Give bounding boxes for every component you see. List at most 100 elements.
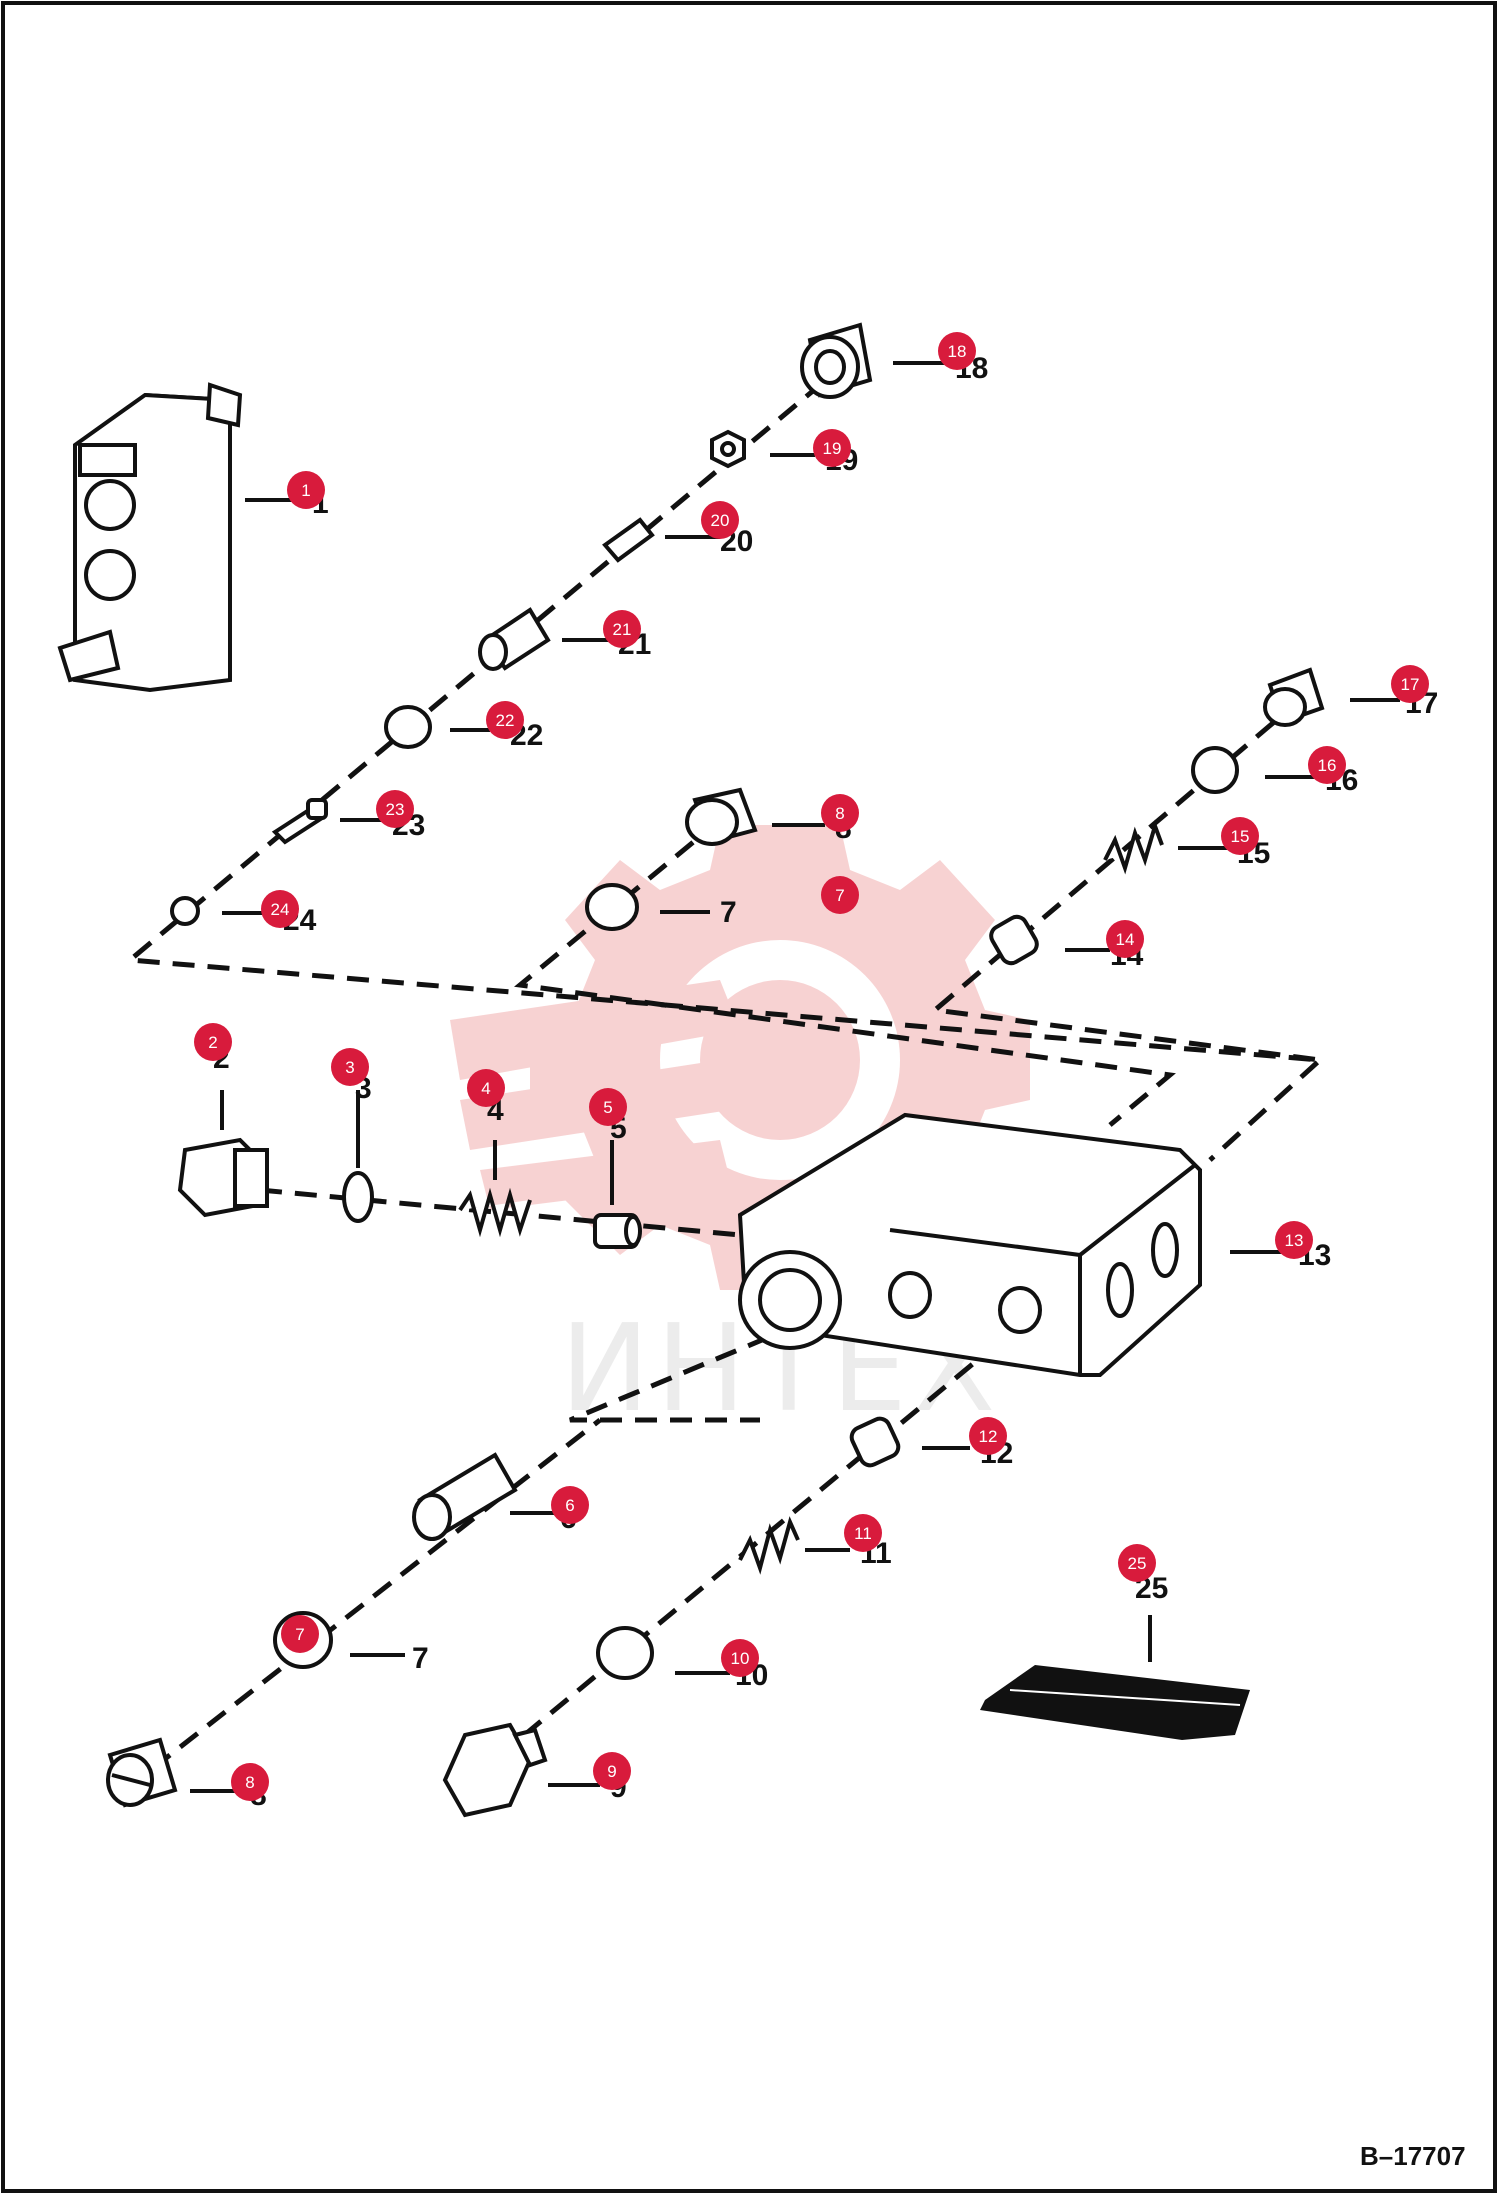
callout-badges: 1234567788910111213141516171819202122232… xyxy=(194,332,1429,1801)
callout-badge-number: 20 xyxy=(711,511,730,530)
callout-badge-circle xyxy=(821,794,859,832)
callout-badge-6[interactable]: 6 xyxy=(551,1486,589,1524)
callout-badge-circle xyxy=(1391,665,1429,703)
callout-badge-12[interactable]: 12 xyxy=(969,1417,1007,1455)
callout-badge-circle xyxy=(1106,920,1144,958)
callout-badge-number: 9 xyxy=(607,1762,616,1781)
callout-badge-22[interactable]: 22 xyxy=(486,701,524,739)
callout-badge-circle xyxy=(589,1088,627,1126)
callout-badge-14[interactable]: 14 xyxy=(1106,920,1144,958)
callout-badge-circle xyxy=(721,1639,759,1677)
callout-badge-7[interactable]: 7 xyxy=(821,876,859,914)
callout-badge-circle xyxy=(287,471,325,509)
callout-badge-20[interactable]: 20 xyxy=(701,501,739,539)
callout-badge-18[interactable]: 18 xyxy=(938,332,976,370)
callout-badge-2[interactable]: 2 xyxy=(194,1023,232,1061)
callout-badge-number: 19 xyxy=(823,439,842,458)
part-oring-10 xyxy=(596,1626,654,1680)
callout-badge-circle xyxy=(231,1763,269,1801)
callout-badge-number: 15 xyxy=(1231,827,1250,846)
callout-badge-circle xyxy=(281,1615,319,1653)
callout-badge-24[interactable]: 24 xyxy=(261,890,299,928)
callout-badge-13[interactable]: 13 xyxy=(1275,1221,1313,1259)
callout-badge-15[interactable]: 15 xyxy=(1221,817,1259,855)
callout-badge-number: 6 xyxy=(565,1496,574,1515)
part-ring-24 xyxy=(170,896,200,926)
callout-badge-7[interactable]: 7 xyxy=(281,1615,319,1653)
callout-badge-number: 21 xyxy=(613,620,632,639)
part-oring-22 xyxy=(384,705,432,749)
svg-text:7: 7 xyxy=(720,896,737,929)
part-cartridge-6 xyxy=(412,1452,555,1541)
callout-badge-circle xyxy=(701,501,739,539)
callout-badge-number: 7 xyxy=(295,1625,304,1644)
part-valve-body xyxy=(737,1112,1295,1377)
callout-badge-3[interactable]: 3 xyxy=(331,1048,369,1086)
part-sleeve-21 xyxy=(478,607,615,671)
callout-badge-9[interactable]: 9 xyxy=(593,1752,631,1790)
callout-badge-17[interactable]: 17 xyxy=(1391,665,1429,703)
part-cap-18 xyxy=(800,322,945,399)
callout-badge-circle xyxy=(467,1069,505,1107)
callout-badge-number: 11 xyxy=(854,1524,872,1543)
callout-badge-11[interactable]: 11 xyxy=(844,1514,882,1552)
figure-reference: B–17707 xyxy=(1360,2141,1466,2171)
callout-badge-circle xyxy=(938,332,976,370)
part-plug-8-bottom xyxy=(106,1737,235,1808)
callout-badge-number: 23 xyxy=(386,800,405,819)
part-plug-2 xyxy=(177,1090,269,1218)
callout-badge-circle xyxy=(593,1752,631,1790)
part-poppet-14 xyxy=(989,914,1110,966)
callout-badge-21[interactable]: 21 xyxy=(603,610,641,648)
callout-badge-circle xyxy=(1275,1221,1313,1259)
part-poppet-12 xyxy=(849,1416,970,1468)
callout-badge-1[interactable]: 1 xyxy=(287,471,325,509)
callout-badge-circle xyxy=(194,1023,232,1061)
callout-badge-number: 5 xyxy=(603,1098,612,1117)
callout-badge-16[interactable]: 16 xyxy=(1308,746,1346,784)
callout-badge-19[interactable]: 19 xyxy=(813,429,851,467)
callout-badge-number: 12 xyxy=(979,1427,998,1446)
callout-badge-number: 24 xyxy=(271,900,290,919)
callout-badge-8[interactable]: 8 xyxy=(231,1763,269,1801)
callout-badge-circle xyxy=(603,610,641,648)
callout-badge-number: 18 xyxy=(948,342,967,361)
callout-badge-4[interactable]: 4 xyxy=(467,1069,505,1107)
part-nut-19 xyxy=(710,429,815,469)
callout-badge-23[interactable]: 23 xyxy=(376,790,414,828)
callout-badge-number: 1 xyxy=(301,481,310,500)
callout-badge-circle xyxy=(261,890,299,928)
callout-badge-number: 10 xyxy=(731,1649,750,1668)
callout-badge-number: 14 xyxy=(1116,930,1135,949)
callout-badge-number: 8 xyxy=(245,1773,254,1792)
callout-badge-number: 16 xyxy=(1318,756,1337,775)
part-plug-8-top xyxy=(685,787,825,846)
callout-badge-5[interactable]: 5 xyxy=(589,1088,627,1126)
part-oring-7-top xyxy=(585,883,639,931)
callout-badge-number: 4 xyxy=(481,1079,490,1098)
part-poppet-5 xyxy=(593,1140,642,1249)
callout-badge-25[interactable]: 25 xyxy=(1118,1544,1156,1582)
callout-badge-8[interactable]: 8 xyxy=(821,794,859,832)
callout-badge-number: 2 xyxy=(208,1033,217,1052)
callout-badge-circle xyxy=(1221,817,1259,855)
callout-badge-number: 3 xyxy=(345,1058,354,1077)
callout-badge-circle xyxy=(813,429,851,467)
callout-badge-circle xyxy=(331,1048,369,1086)
part-valve-assembly xyxy=(57,382,305,693)
callout-badge-circle xyxy=(844,1514,882,1552)
callout-badge-10[interactable]: 10 xyxy=(721,1639,759,1677)
callout-badge-circle xyxy=(821,876,859,914)
callout-badge-number: 8 xyxy=(835,804,844,823)
callout-badge-circle xyxy=(1308,746,1346,784)
callout-badge-number: 13 xyxy=(1285,1231,1304,1250)
callout-badge-circle xyxy=(1118,1544,1156,1582)
callout-badge-number: 17 xyxy=(1401,675,1420,694)
callout-badge-number: 22 xyxy=(496,711,515,730)
part-spring-4 xyxy=(458,1140,532,1238)
part-decal-25 xyxy=(980,1615,1250,1740)
svg-text:7: 7 xyxy=(412,1642,429,1675)
callout-badge-circle xyxy=(551,1486,589,1524)
callout-badge-circle xyxy=(376,790,414,828)
